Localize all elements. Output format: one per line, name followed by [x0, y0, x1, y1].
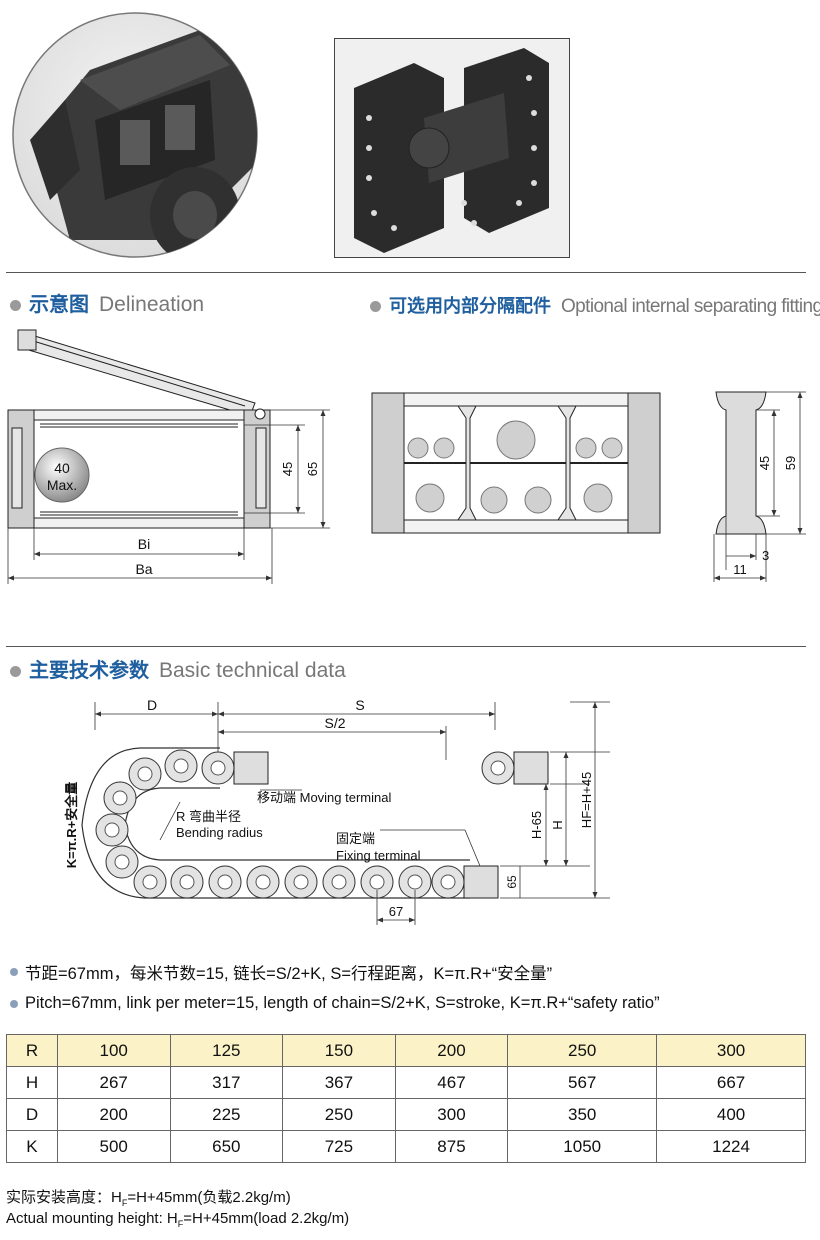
- section-title-zh: 示意图: [29, 292, 89, 316]
- h65-label: 65: [505, 875, 519, 889]
- h-minus-label: H-65: [529, 811, 544, 839]
- table-cell: 567: [507, 1066, 658, 1099]
- mounting-height-zh-sub: F: [121, 1198, 128, 1208]
- outer-height-label: 65: [305, 462, 320, 476]
- note-zh: 节距=67mm，每米节数=15, 链长=S/2+K, S=行程距离，K=π.R+…: [10, 960, 552, 984]
- chain-closeup-photo: [12, 12, 258, 258]
- note-zh-text: 节距=67mm，每米节数=15, 链长=S/2+K, S=行程距离，K=π.R+…: [25, 965, 553, 983]
- mounting-height-en-suffix: =H+45mm(load 2.2kg/m): [183, 1210, 350, 1227]
- table-cell: 200: [394, 1034, 509, 1067]
- bending-radius-en-label: Bending radius: [176, 825, 263, 840]
- bullet-icon: [10, 968, 18, 976]
- table-cell: 267: [56, 1066, 171, 1099]
- basic-data-title: 主要技术参数 Basic technical data: [10, 654, 346, 683]
- chain-layout-drawing: D S S/2 K=π.R+安全量 移动端 Moving terminal R …: [64, 697, 610, 925]
- bullet-icon: [10, 300, 21, 311]
- fitting-outer-height-label: 59: [783, 456, 798, 470]
- mounting-height-en: Actual mounting height: HF=H+45mm(load 2…: [6, 1210, 349, 1229]
- table-cell: 300: [656, 1034, 806, 1067]
- table-cell: 125: [169, 1034, 284, 1067]
- mounting-height-zh: 实际安装高度：HF=H+45mm(负载2.2kg/m): [6, 1186, 291, 1208]
- table-cell: R: [6, 1034, 58, 1067]
- section-title-zh: 可选用内部分隔配件: [389, 296, 551, 317]
- table-row: H 267 317 367 467 567 667: [6, 1066, 806, 1099]
- mounting-height-en-sub: F: [177, 1219, 184, 1229]
- table-cell: 250: [282, 1098, 396, 1131]
- moving-terminal-label: 移动端 Moving terminal: [257, 790, 391, 805]
- section-title-zh: 主要技术参数: [29, 658, 149, 682]
- table-cell: 300: [394, 1098, 509, 1131]
- fitting-width-label: 11: [733, 562, 747, 577]
- section-title-en: Optional internal separating fittings: [561, 296, 820, 317]
- table-cell: K: [6, 1130, 58, 1163]
- fixing-terminal-en-label: Fixing terminal: [336, 848, 421, 863]
- note-en: Pitch=67mm, link per meter=15, length of…: [10, 994, 660, 1013]
- bullet-icon: [10, 666, 21, 677]
- ball-size-label-max: Max.: [47, 477, 77, 493]
- table-cell: 1224: [656, 1130, 806, 1163]
- h-label: H: [550, 820, 565, 829]
- pitch-label: 67: [389, 904, 403, 919]
- mounting-height-zh-prefix: 实际安装高度：H: [6, 1189, 122, 1206]
- fittings-title: 可选用内部分隔配件 Optional internal separating f…: [370, 292, 820, 318]
- separator-profile-drawing: 45 59 3 11: [713, 391, 806, 582]
- table-cell: 150: [282, 1034, 396, 1067]
- mounting-height-zh-suffix: =H+45mm(负载2.2kg/m): [127, 1189, 291, 1206]
- fixing-terminal-zh-label: 固定端: [336, 831, 375, 846]
- table-cell: 367: [282, 1066, 396, 1099]
- table-cell: 725: [282, 1130, 396, 1163]
- table-cell: D: [6, 1098, 58, 1131]
- section-title-en: Delineation: [99, 293, 205, 316]
- mounting-height-en-prefix: Actual mounting height: H: [6, 1210, 178, 1227]
- table-cell: 650: [169, 1130, 284, 1163]
- table-row: K 500 650 725 875 1050 1224: [6, 1130, 806, 1163]
- table-cell: 250: [507, 1034, 658, 1067]
- table-cell: 400: [656, 1098, 806, 1131]
- table-cell: 200: [56, 1098, 171, 1131]
- bullet-icon: [370, 301, 381, 312]
- delineation-drawing: 40 Max. Bi Ba 45 65: [7, 329, 330, 584]
- ball-size-label: 40: [54, 460, 70, 476]
- s-half-label: S/2: [324, 715, 345, 731]
- delineation-title: 示意图 Delineation: [10, 288, 204, 317]
- table-cell: 317: [169, 1066, 284, 1099]
- hf-label: HF=H+45: [579, 772, 594, 828]
- separating-fittings-drawing: [371, 392, 661, 534]
- separator-fitting-photo: [334, 38, 570, 258]
- section-divider: [6, 646, 806, 647]
- note-en-text: Pitch=67mm, link per meter=15, length of…: [25, 994, 660, 1012]
- table-cell: 875: [394, 1130, 509, 1163]
- d-label: D: [147, 697, 157, 713]
- table-cell: 100: [56, 1034, 171, 1067]
- table-cell: 667: [656, 1066, 806, 1099]
- table-cell: 350: [507, 1098, 658, 1131]
- table-row: D 200 225 250 300 350 400: [6, 1098, 806, 1131]
- section-divider: [6, 272, 806, 273]
- technical-data-table: R 100 125 150 200 250 300 H 267 317 367 …: [6, 1034, 806, 1163]
- fitting-web-label: 3: [762, 548, 769, 563]
- s-label: S: [355, 697, 364, 713]
- inner-height-label: 45: [280, 462, 295, 476]
- section-title-en: Basic technical data: [159, 659, 346, 682]
- bi-label: Bi: [138, 536, 150, 552]
- table-cell: 225: [169, 1098, 284, 1131]
- bending-radius-zh-label: R 弯曲半径: [176, 809, 241, 824]
- table-cell: H: [6, 1066, 58, 1099]
- table-cell: 500: [56, 1130, 171, 1163]
- bullet-icon: [10, 999, 18, 1008]
- ba-label: Ba: [135, 561, 152, 577]
- fitting-inner-height-label: 45: [757, 456, 772, 470]
- table-cell: 467: [394, 1066, 509, 1099]
- table-cell: 1050: [507, 1130, 658, 1163]
- table-row: R 100 125 150 200 250 300: [6, 1034, 806, 1067]
- k-formula-label: K=π.R+安全量: [64, 782, 79, 869]
